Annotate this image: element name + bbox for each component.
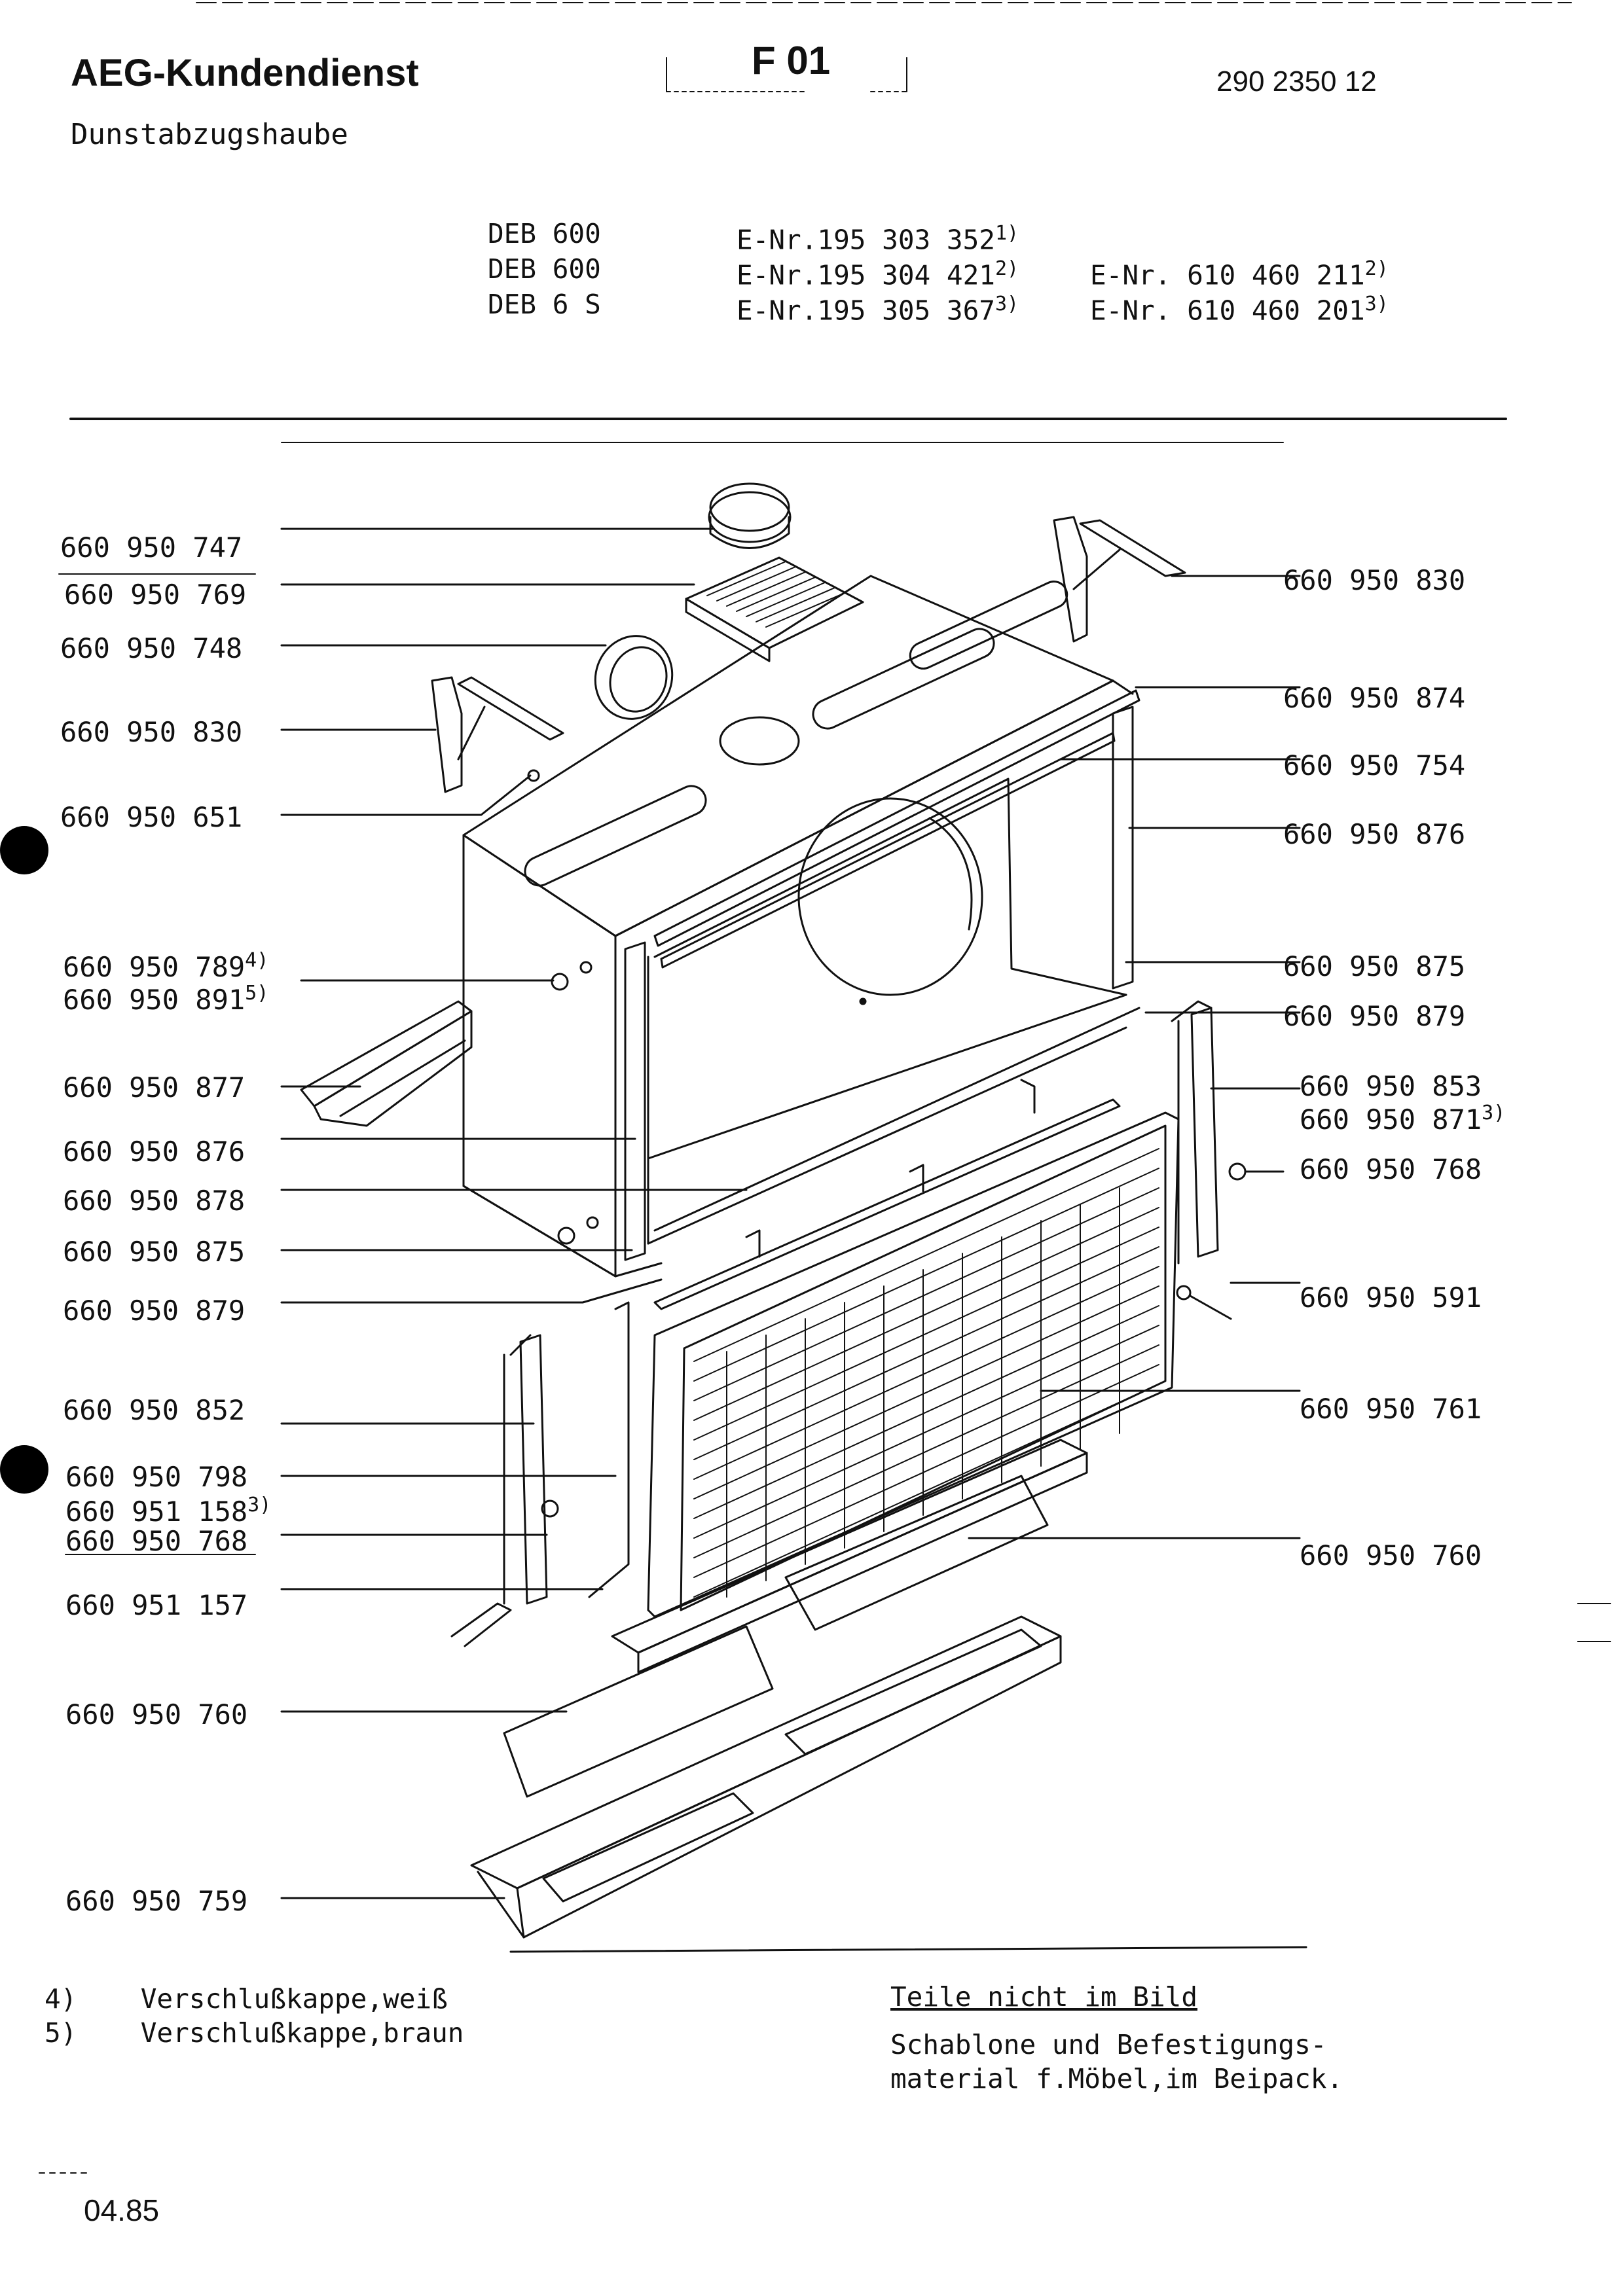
mount-bracket-right bbox=[1053, 516, 1186, 643]
model-enr: E-Nr.195 304 4212) bbox=[737, 257, 1019, 291]
not-shown-heading: Teile nicht im Bild bbox=[890, 1981, 1197, 2013]
brand-title: AEG-Kundendienst bbox=[71, 52, 419, 94]
filter-mat-lower bbox=[503, 1625, 774, 1798]
footnote-text: Verschlußkappe,weiß bbox=[140, 1983, 448, 2015]
hood-housing bbox=[462, 575, 1140, 1278]
footnote: 5) Verschlußkappe,braun bbox=[45, 2016, 464, 2050]
punch-hole-bottom bbox=[0, 1445, 48, 1494]
part-label-right: 660 950 879 bbox=[1283, 1000, 1466, 1032]
part-label-right: 660 950 8713) bbox=[1300, 1102, 1506, 1136]
not-shown-line: material f.Möbel,im Beipack. bbox=[890, 2063, 1343, 2094]
part-label-left: 660 951 157 bbox=[65, 1589, 248, 1621]
bottom-plate bbox=[611, 1439, 1088, 1674]
model-alt-enr: E-Nr. 610 460 2013) bbox=[1090, 293, 1389, 327]
footnote: 4) Verschlußkappe,weiß bbox=[45, 1982, 448, 2016]
part-label-right: 660 950 875 bbox=[1283, 950, 1466, 982]
part-label-right: 660 950 754 bbox=[1283, 749, 1466, 781]
document-number: 290 2350 12 bbox=[1216, 65, 1377, 98]
part-label-right: 660 950 876 bbox=[1283, 818, 1466, 850]
mount-bracket-left bbox=[431, 676, 564, 793]
part-label-left: 660 950 876 bbox=[63, 1136, 246, 1168]
part-label-left: 660 950 759 bbox=[65, 1885, 248, 1917]
part-label-right: 660 950 768 bbox=[1300, 1153, 1482, 1185]
part-label-right: 660 950 853 bbox=[1300, 1070, 1482, 1102]
not-shown-line: Schablone und Befestigungs- bbox=[890, 2029, 1327, 2060]
screw-768-left bbox=[541, 1499, 559, 1518]
part-label-left: 660 950 760 bbox=[65, 1698, 248, 1731]
screw-768-right bbox=[1228, 1162, 1285, 1181]
part-label-left: 660 950 852 bbox=[63, 1394, 246, 1426]
product-subtitle: Dunstabzugshaube bbox=[71, 118, 348, 151]
part-label-left: 660 950 651 bbox=[60, 801, 243, 833]
part-label-left: 660 950 748 bbox=[60, 632, 243, 664]
louvre-flap bbox=[685, 556, 864, 662]
footnote-text: Verschlußkappe,braun bbox=[140, 2017, 464, 2049]
side-trim-right bbox=[1171, 1000, 1219, 1265]
drawing-bottom-rule bbox=[509, 1946, 1307, 1953]
model-alt-enr: E-Nr. 610 460 2112) bbox=[1090, 257, 1389, 291]
part-label-left: 660 950 747 bbox=[60, 531, 243, 564]
model-name: DEB 600 bbox=[488, 253, 601, 285]
sheet-code: F 01 bbox=[752, 39, 831, 82]
leader-lines-left bbox=[280, 528, 748, 1899]
part-label-left: 660 950 879 bbox=[63, 1295, 246, 1327]
model-enr: E-Nr.195 305 3673) bbox=[737, 293, 1019, 327]
sheet-code-frame bbox=[666, 57, 907, 92]
model-name: DEB 600 bbox=[488, 218, 601, 249]
model-name: DEB 6 S bbox=[488, 289, 601, 320]
model-enr: E-Nr.195 303 3521) bbox=[737, 222, 1019, 256]
leader-lines-right bbox=[968, 575, 1301, 1539]
part-label-left: 660 950 768 bbox=[65, 1525, 248, 1557]
part-label-left: 660 951 1583) bbox=[65, 1494, 272, 1528]
filter-mat-upper bbox=[784, 1475, 1049, 1631]
part-label-left: 660 950 877 bbox=[63, 1071, 246, 1103]
side-rail-877 bbox=[300, 1000, 473, 1127]
part-label-left: 660 950 8915) bbox=[63, 982, 269, 1016]
part-label-right: 660 950 761 bbox=[1300, 1393, 1482, 1425]
part-label-left: 660 950 875 bbox=[63, 1236, 246, 1268]
side-trim-left bbox=[450, 1334, 548, 1647]
part-label-right: 660 950 591 bbox=[1300, 1282, 1482, 1314]
part-label-left: 660 950 830 bbox=[60, 716, 243, 748]
screw-591 bbox=[1176, 1285, 1232, 1320]
part-label-left: 660 950 878 bbox=[63, 1185, 246, 1217]
front-frame bbox=[588, 1079, 1121, 1598]
filter-frame bbox=[470, 1615, 1062, 1939]
duct-collar bbox=[708, 482, 792, 549]
part-label-right: 660 950 760 bbox=[1300, 1539, 1482, 1571]
punch-hole-top bbox=[0, 826, 48, 874]
part-label-left: 660 950 769 bbox=[64, 579, 247, 611]
issue-date: 04.85 bbox=[84, 2193, 160, 2227]
round-ring bbox=[594, 635, 674, 720]
footnote-mark: 4) bbox=[45, 1983, 77, 2015]
part-label-right: 660 950 830 bbox=[1283, 564, 1466, 596]
part-label-left: 660 950 798 bbox=[65, 1461, 248, 1493]
clip-651 bbox=[527, 769, 540, 782]
footnote-mark: 5) bbox=[45, 2017, 77, 2049]
part-label-right: 660 950 874 bbox=[1283, 682, 1466, 714]
grille-panel bbox=[647, 1111, 1180, 1618]
part-label-left: 660 950 7894) bbox=[63, 949, 269, 983]
